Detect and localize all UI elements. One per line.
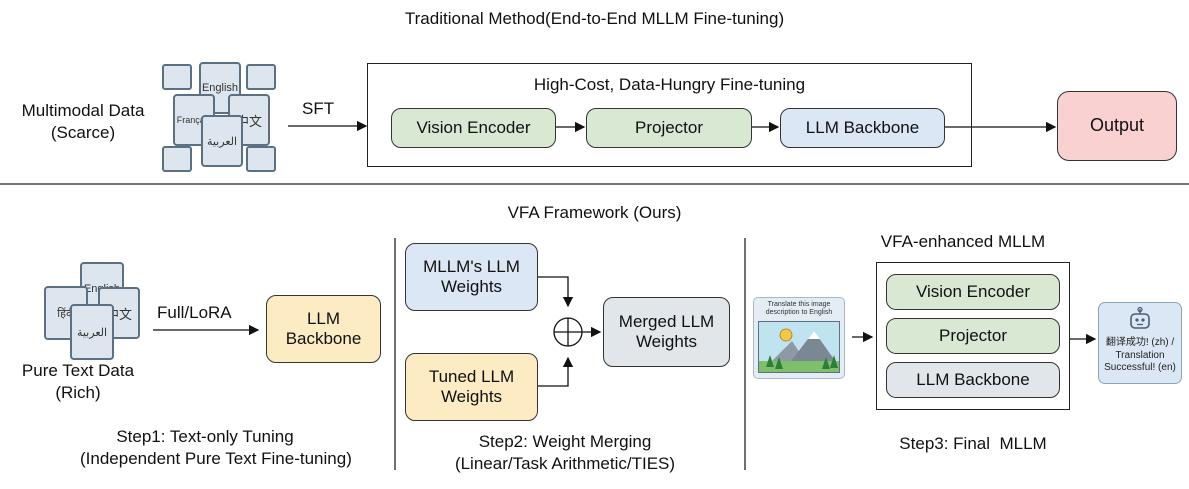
output-response-text: 翻译成功! (zh) / Translation Successful! (en…	[1104, 337, 1176, 373]
document-icon: العربية	[70, 304, 114, 360]
full-lora-label: Full/LoRA	[157, 303, 232, 322]
projector-box: Projector	[886, 318, 1060, 354]
input-card-text: Translate this image description to Engl…	[765, 301, 833, 317]
fine-tuning-container-title: High-Cost, Data-Hungry Fine-tuning	[533, 75, 806, 94]
sft-label: SFT	[302, 99, 335, 118]
projector-box: Projector	[586, 108, 752, 148]
mllm-llm-weights-box: MLLM's LLM Weights	[405, 243, 538, 311]
image-icon	[162, 64, 192, 90]
image-input-card: Translate this image description to Engl…	[753, 297, 845, 379]
vfa-framework-title: VFA Framework (Ours)	[507, 203, 682, 222]
llm-backbone-box: LLM Backbone	[886, 362, 1060, 398]
step3-caption: Step3: Final MLLM	[899, 434, 1047, 453]
fine-tuning-container	[367, 63, 972, 167]
robot-icon	[1130, 307, 1150, 329]
vision-encoder-box: Vision Encoder	[886, 274, 1060, 310]
merged-llm-weights-box: Merged LLM Weights	[603, 297, 730, 367]
image-icon	[246, 64, 276, 90]
llm-backbone-box: LLM Backbone	[780, 108, 945, 148]
image-icon	[162, 146, 192, 172]
tuned-llm-weights-box: Tuned LLM Weights	[405, 353, 538, 421]
vision-encoder-box: Vision Encoder	[391, 108, 556, 148]
pure-text-data-label: Pure Text Data (Rich)	[21, 361, 135, 403]
step1-caption: Step1: Text-only Tuning (Independent Pur…	[80, 427, 352, 469]
vfa-enhanced-mllm-title: VFA-enhanced MLLM	[880, 232, 1046, 251]
multimodal-data-label: Multimodal Data (Scarce)	[21, 101, 145, 143]
step2-caption: Step2: Weight Merging (Linear/Task Arith…	[454, 432, 676, 474]
traditional-method-title: Traditional Method(End-to-End MLLM Fine-…	[404, 9, 785, 28]
output-response-card: 翻译成功! (zh) / Translation Successful! (en…	[1098, 302, 1182, 384]
image-icon	[246, 146, 276, 172]
landscape-image-icon	[758, 321, 840, 373]
merge-line-b	[538, 356, 574, 387]
output-box: Output	[1057, 91, 1177, 161]
mllm-container	[876, 262, 1070, 410]
merge-line-a	[538, 276, 574, 308]
document-icon: العربية	[201, 115, 243, 167]
step1-llm-backbone-box: LLM Backbone	[266, 295, 381, 363]
